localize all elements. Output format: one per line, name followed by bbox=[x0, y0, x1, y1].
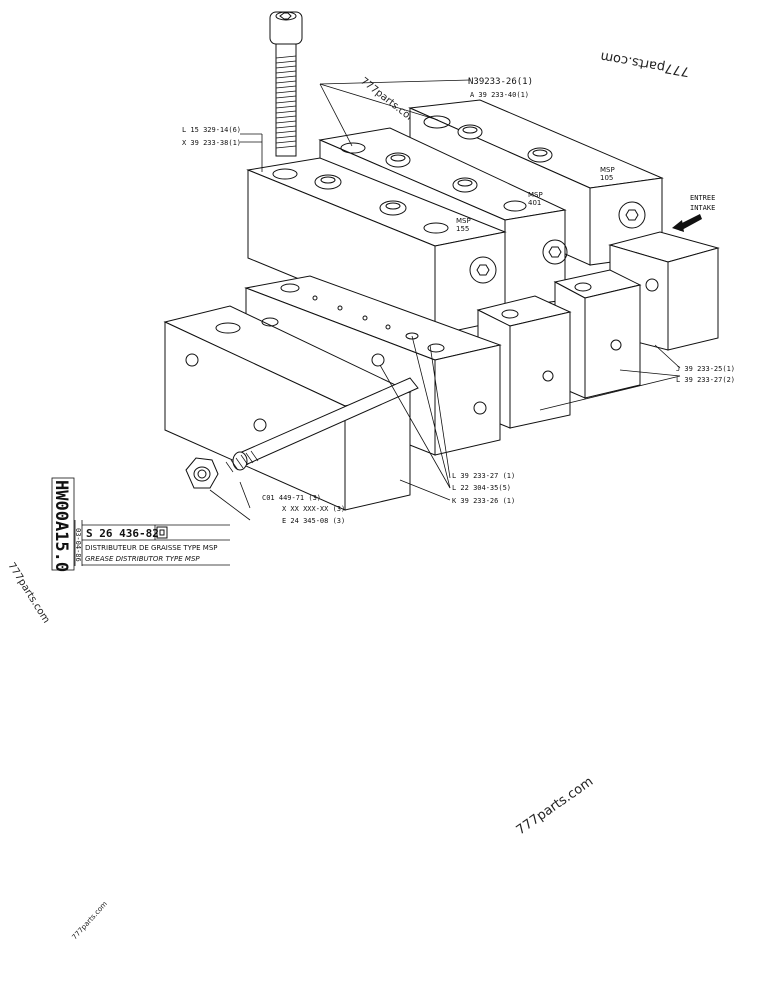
watermark-top-right: 777parts.com bbox=[599, 48, 690, 78]
intake-indicator: ENTREE INTAKE bbox=[672, 194, 715, 232]
msp-105-label-2: 105 bbox=[600, 174, 613, 182]
callout-a39233-40: A 39 233-40(1) bbox=[470, 91, 529, 99]
watermark-bottom-left: 777parts.com bbox=[71, 900, 110, 942]
callout-e24345-08: E 24 345-08 (3) bbox=[282, 517, 345, 525]
callout-l15329-14: L 15 329-14(6) bbox=[182, 126, 241, 134]
watermark-left: 777parts.com bbox=[5, 561, 51, 626]
callout-l39233-27-2: L 39 233-27(2) bbox=[676, 376, 735, 384]
callout-c01449-71: C01 449-71 (3) bbox=[262, 494, 321, 502]
msp-401-label-1: MSP bbox=[528, 191, 543, 199]
title-block: HW00A15.0 03-04-86 S 26 436-82 DISTRIBUT… bbox=[51, 477, 230, 572]
callout-xxx: X XX XXX-XX (3) bbox=[282, 505, 345, 513]
callout-j39233-25: J 39 233-25(1) bbox=[676, 365, 735, 373]
tie-rod bbox=[225, 377, 419, 473]
watermark-bottom-right: 777parts.com bbox=[514, 774, 596, 838]
callout-l22304-35: L 22 304-35(5) bbox=[452, 484, 511, 492]
intake-label-fr: ENTREE bbox=[690, 194, 715, 202]
part-code: S 26 436-82 bbox=[86, 527, 159, 540]
drawing-date: 03-04-86 bbox=[74, 528, 82, 562]
callout-k39233-26: K 39 233-26 (1) bbox=[452, 497, 515, 505]
callout-l39233-27-1: L 39 233-27 (1) bbox=[452, 472, 515, 480]
msp-155-label-1: MSP bbox=[456, 217, 471, 225]
hex-nut bbox=[185, 457, 219, 489]
intake-label-en: INTAKE bbox=[690, 204, 715, 212]
description-french: DISTRIBUTEUR DE GRAISSE TYPE MSP bbox=[85, 544, 218, 552]
leader-lines bbox=[209, 79, 681, 521]
bolt-part bbox=[269, 11, 303, 157]
msp-401-label-2: 401 bbox=[528, 199, 541, 207]
description-english: GREASE DISTRIBUTOR TYPE MSP bbox=[85, 555, 200, 563]
msp-155-label-2: 155 bbox=[456, 225, 469, 233]
callout-n39233-26: N39233-26(1) bbox=[468, 77, 533, 87]
msp-105-label-1: MSP bbox=[600, 166, 615, 174]
callout-x39233-38: X 39 233-38(1) bbox=[182, 139, 241, 147]
vertical-drawing-code: HW00A15.0 bbox=[51, 480, 71, 572]
